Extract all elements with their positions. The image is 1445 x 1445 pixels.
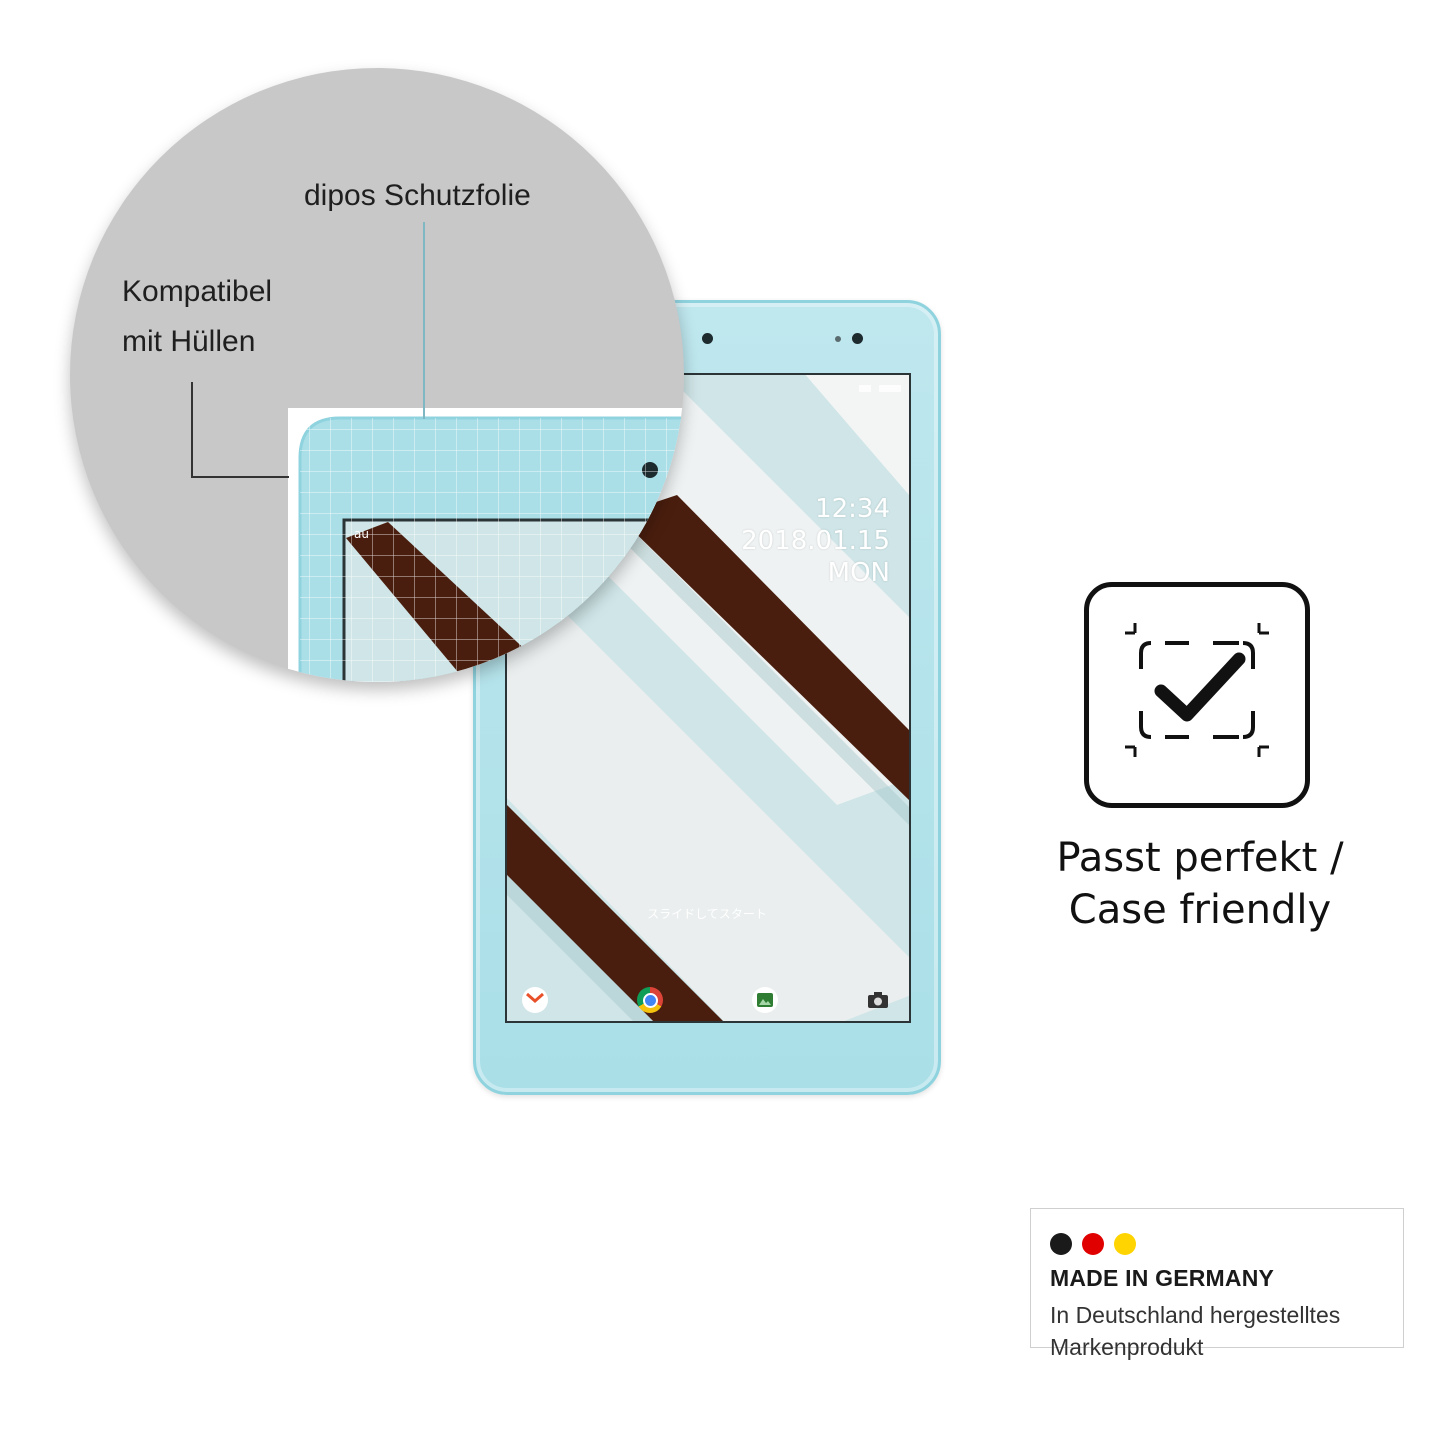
- feature-caption-line2: Case friendly: [1068, 887, 1332, 933]
- zoom-carrier-label: au: [354, 527, 369, 541]
- chrome-icon[interactable]: [637, 987, 663, 1013]
- lockscreen-date: 2018.01.15: [741, 526, 890, 556]
- gallery-icon[interactable]: [752, 987, 778, 1013]
- zoom-detail-circle: au dipos Schutzfolie Kompatibel mit Hüll…: [70, 68, 684, 682]
- compat-label-line2: mit Hüllen: [122, 325, 256, 358]
- feature-caption-line1: Passt perfekt /: [1056, 835, 1344, 881]
- made-in-germany-subtitle: In Deutschland hergestelltes Markenprodu…: [1050, 1299, 1400, 1363]
- compat-callout-line-vertical: [191, 382, 193, 477]
- made-in-germany-line1: In Deutschland hergestelltes: [1050, 1302, 1341, 1328]
- light-sensor-icon: [835, 336, 841, 342]
- flag-dot-black-icon: [1050, 1233, 1072, 1255]
- feature-caption: Passt perfekt / Case friendly: [1010, 832, 1390, 936]
- camera-icon[interactable]: [865, 987, 891, 1013]
- made-in-germany-title: MADE IN GERMANY: [1050, 1265, 1275, 1291]
- case-friendly-check-icon: [1084, 582, 1310, 808]
- protector-callout-line: [423, 222, 425, 419]
- compat-label-line1: Kompatibel: [122, 275, 273, 308]
- slide-to-start-hint: スライドしてスタート: [647, 907, 767, 921]
- zoom-tablet-corner: au: [298, 416, 684, 682]
- front-camera-icon: [702, 333, 713, 344]
- compat-callout-line-horizontal: [191, 476, 289, 478]
- lockscreen-wallpaper: [507, 375, 909, 1021]
- made-in-germany-badge: MADE IN GERMANY In Deutschland hergestel…: [1030, 1208, 1404, 1360]
- made-in-germany-line2: Markenprodukt: [1050, 1334, 1204, 1360]
- flag-dot-gold-icon: [1114, 1233, 1136, 1255]
- protector-label: dipos Schutzfolie: [304, 179, 531, 212]
- flag-dot-red-icon: [1082, 1233, 1104, 1255]
- lockscreen-weekday: MON: [827, 558, 890, 588]
- sensor-icon: [852, 333, 863, 344]
- lockscreen-time: 12:34: [815, 494, 890, 524]
- mail-icon[interactable]: [522, 987, 548, 1013]
